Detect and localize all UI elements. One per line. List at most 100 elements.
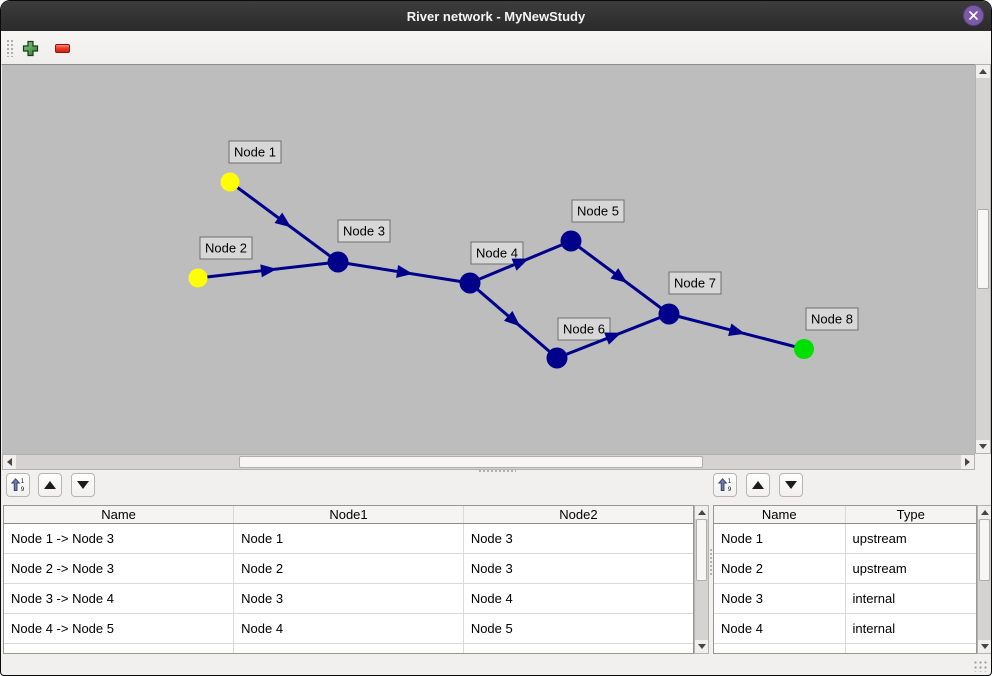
node-node-5[interactable]	[560, 230, 582, 252]
titlebar[interactable]: River network - MyNewStudy	[1, 1, 991, 31]
add-button[interactable]	[18, 36, 42, 60]
node-label: Node 5	[571, 199, 625, 223]
flow-direction-arrow-icon	[610, 268, 628, 283]
scroll-up-button[interactable]	[695, 506, 708, 519]
links-table-scrollbar[interactable]	[694, 505, 709, 654]
links-sort-button[interactable]: 1 9	[6, 473, 30, 497]
nodes-sort-button[interactable]: 1 9	[713, 473, 737, 497]
svg-text:Node 6: Node 6	[563, 322, 605, 337]
close-button[interactable]	[963, 5, 984, 26]
vertical-scroll-thumb[interactable]	[979, 519, 990, 581]
scroll-down-button[interactable]	[978, 640, 991, 653]
svg-text:Node 7: Node 7	[674, 276, 716, 291]
nodes-table-scrollbar[interactable]	[977, 505, 991, 654]
column-header-type[interactable]: Type	[845, 506, 976, 524]
nodes-move-down-button[interactable]	[779, 473, 803, 497]
down-arrow-icon	[980, 644, 989, 649]
column-header-name[interactable]: Name	[714, 506, 846, 524]
table-cell: Node 3	[463, 523, 693, 554]
table-cell: Node 3 -> Node 4	[4, 583, 235, 614]
table-cell	[714, 643, 846, 653]
up-arrow-icon	[980, 510, 989, 515]
nodes-move-up-button[interactable]	[746, 473, 770, 497]
column-header-name[interactable]: Name	[4, 506, 235, 524]
node-node-8[interactable]	[794, 339, 814, 359]
up-arrow-icon	[979, 69, 987, 74]
svg-text:9: 9	[21, 486, 25, 493]
scroll-down-button[interactable]	[976, 440, 990, 453]
node-node-1[interactable]	[220, 172, 240, 192]
svg-text:Node 4: Node 4	[476, 246, 518, 261]
up-triangle-icon	[44, 481, 56, 489]
svg-text:Node 5: Node 5	[577, 204, 619, 219]
scroll-up-button[interactable]	[978, 506, 991, 519]
table-cell: Node 2	[233, 553, 464, 584]
links-move-down-button[interactable]	[71, 473, 95, 497]
scroll-left-button[interactable]	[3, 455, 16, 469]
flow-direction-arrow-icon	[728, 323, 746, 337]
table-cell: internal	[845, 613, 976, 644]
table-row[interactable]	[714, 643, 976, 653]
scroll-down-button[interactable]	[695, 640, 708, 653]
flow-direction-arrow-icon	[274, 212, 292, 228]
node-node-6[interactable]	[546, 347, 568, 369]
down-arrow-icon	[697, 644, 706, 649]
up-arrow-icon	[697, 510, 706, 515]
table-cell: Node 4	[463, 583, 693, 614]
horizontal-scroll-thumb[interactable]	[239, 456, 703, 468]
remove-button[interactable]	[50, 36, 74, 60]
canvas-vertical-scrollbar[interactable]	[975, 64, 991, 454]
left-arrow-icon	[7, 458, 12, 466]
flow-direction-arrow-icon	[260, 264, 277, 278]
table-cell: upstream	[845, 523, 976, 554]
horizontal-splitter-handle[interactable]	[478, 469, 516, 473]
scroll-up-button[interactable]	[976, 65, 990, 78]
table-cell: Node 2 -> Node 3	[4, 553, 235, 584]
down-triangle-icon	[77, 481, 89, 489]
table-cell: Node 3	[463, 553, 693, 584]
svg-text:9: 9	[728, 486, 732, 493]
node-label: Node 1	[228, 140, 282, 164]
sort-ascending-icon: 1 9	[717, 478, 732, 493]
node-node-3[interactable]	[327, 251, 349, 273]
column-header-node1[interactable]: Node1	[233, 506, 464, 524]
table-cell: Node 2	[714, 553, 846, 584]
vertical-scroll-thumb[interactable]	[977, 209, 989, 289]
node-label: Node 2	[199, 236, 253, 260]
vertical-splitter-handle[interactable]	[709, 548, 714, 576]
canvas-horizontal-scrollbar[interactable]	[2, 454, 975, 470]
node-node-2[interactable]	[188, 268, 208, 288]
table-cell: Node 4	[714, 613, 846, 644]
toolbar-grip[interactable]	[6, 39, 14, 57]
table-row[interactable]	[4, 643, 693, 653]
table-cell: Node 4 -> Node 5	[4, 613, 235, 644]
links-table-header-row: Name Node1 Node2	[4, 506, 693, 524]
sort-ascending-icon: 1 9	[10, 478, 25, 493]
column-header-node2[interactable]: Node2	[463, 506, 693, 524]
nodes-table-header-row: Name Type	[714, 506, 976, 524]
table-cell	[233, 643, 464, 653]
node-node-4[interactable]	[459, 272, 481, 294]
node-label: Node 6	[557, 317, 611, 341]
table-cell: Node 1 -> Node 3	[4, 523, 235, 554]
scroll-right-button[interactable]	[961, 455, 974, 469]
vertical-scroll-thumb[interactable]	[696, 519, 707, 581]
flow-direction-arrow-icon	[396, 264, 413, 278]
table-cell: Node 3	[714, 583, 846, 614]
links-move-up-button[interactable]	[38, 473, 62, 497]
node-node-7[interactable]	[658, 303, 680, 325]
svg-text:Node 3: Node 3	[343, 224, 385, 239]
window-resize-grip[interactable]	[973, 660, 987, 672]
network-canvas[interactable]: Node 1 Node 2 Node 3 Node 4 Node 5 Node 6 Node…	[2, 64, 975, 454]
